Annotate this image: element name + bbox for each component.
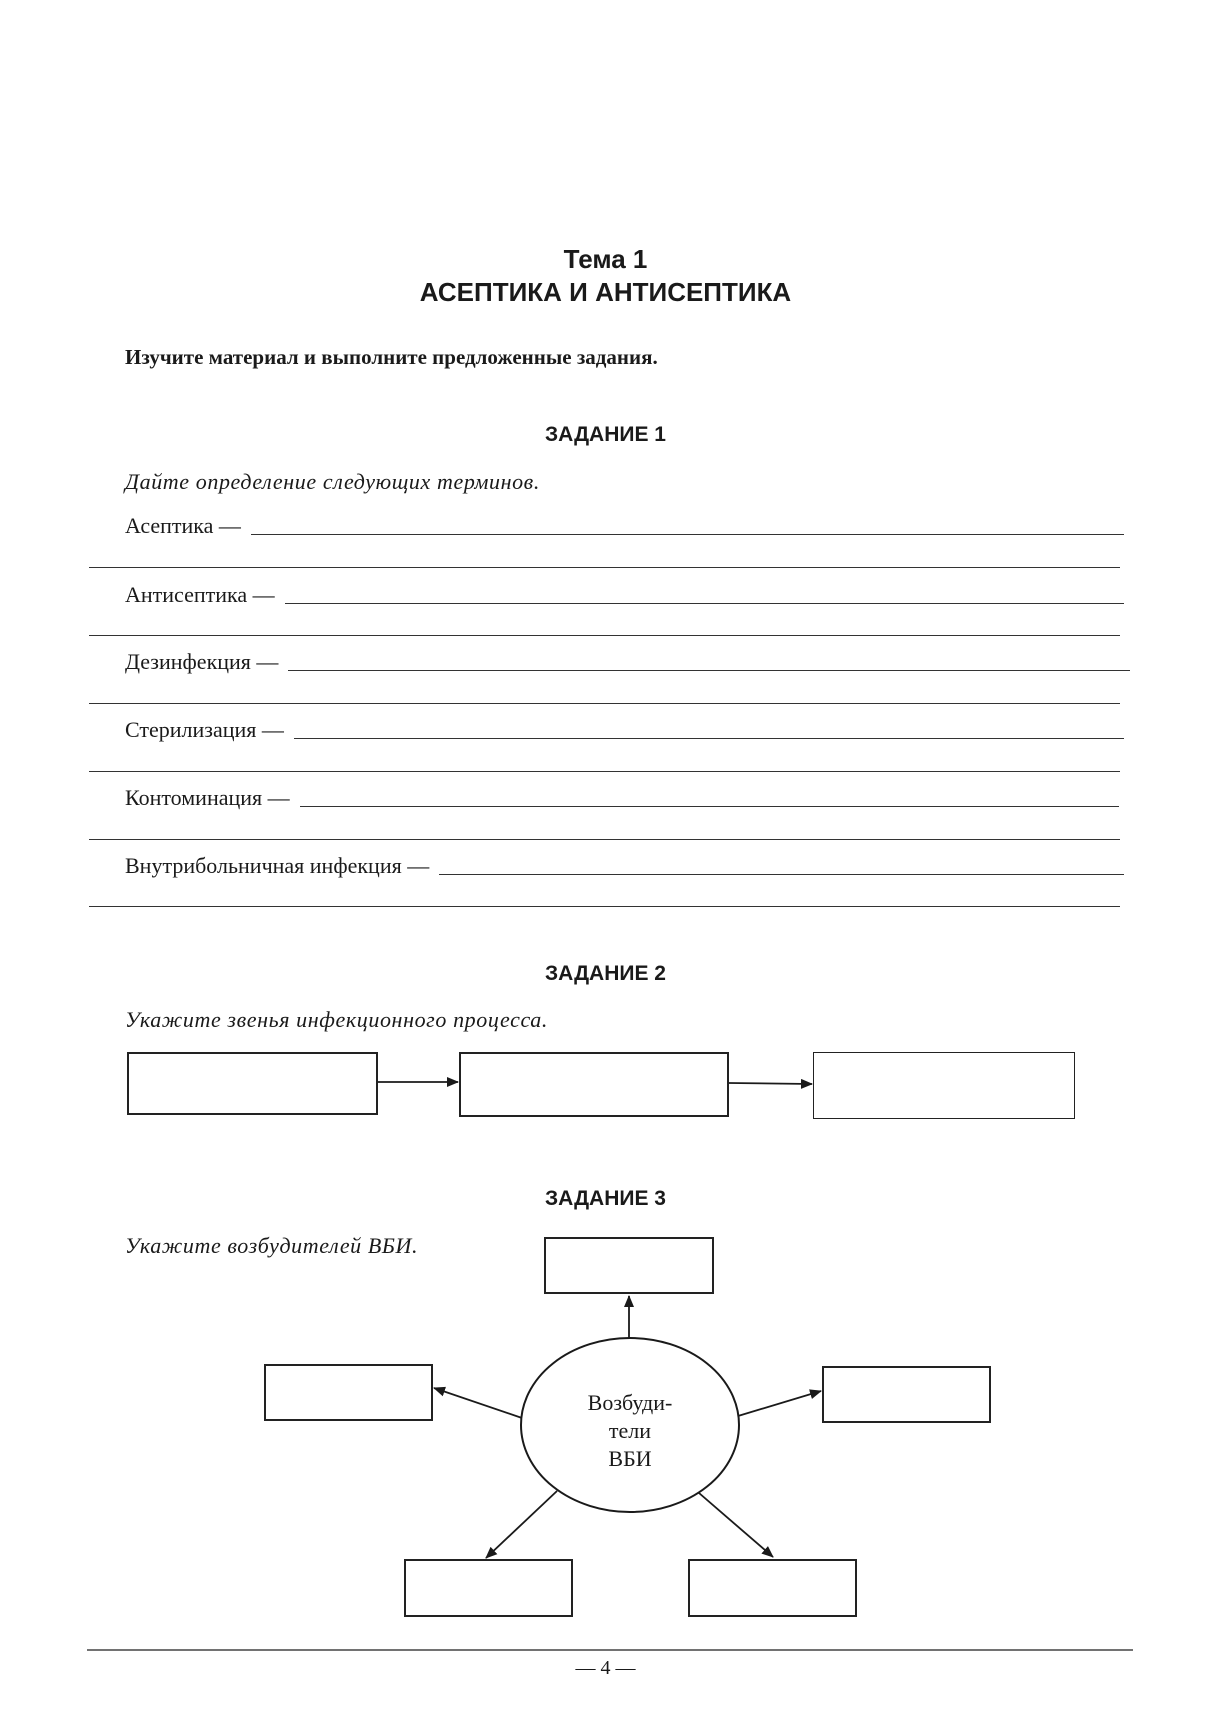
arrow-to-bottom-left: [485, 1490, 558, 1559]
answer-line[interactable]: [439, 873, 1124, 875]
center-label-line: тели: [608, 1418, 652, 1443]
term-row-antisepsis: Антисептика —: [125, 582, 1124, 608]
answer-line[interactable]: [89, 635, 1120, 636]
page-number: — 4 —: [575, 1657, 636, 1679]
pathogens-center-label: Возбуди- тели ВБИ: [521, 1389, 739, 1473]
answer-line[interactable]: [89, 567, 1120, 568]
arrow-to-bottom-right: [698, 1492, 774, 1558]
chain-box-1[interactable]: [127, 1052, 378, 1115]
center-label-line: Возбуди-: [587, 1390, 673, 1415]
term-row-asepsis: Асептика —: [125, 513, 1124, 539]
instruction-text: Изучите материал и выполните предложенны…: [125, 345, 658, 369]
answer-line[interactable]: [89, 839, 1120, 840]
answer-line[interactable]: [89, 906, 1120, 907]
term-row-disinfection: Дезинфекция —: [125, 649, 1130, 675]
term-label: Антисептика —: [125, 582, 275, 607]
term-label: Асептика —: [125, 513, 241, 538]
chain-arrow-2: [728, 1078, 813, 1089]
center-label-line: ВБИ: [608, 1446, 652, 1471]
term-row-nosocomial-infection: Внутрибольничная инфекция —: [125, 853, 1124, 879]
term-row-sterilization: Стерилизация —: [125, 717, 1124, 743]
task2-prompt: Укажите звенья инфекционного процесса.: [125, 1007, 548, 1032]
task3-title: ЗАДАНИЕ 3: [544, 1187, 666, 1210]
topic-title: АСЕПТИКА И АНТИСЕПТИКА: [419, 277, 792, 307]
pathogen-box-right[interactable]: [822, 1366, 991, 1423]
answer-line[interactable]: [284, 602, 1124, 604]
task2-title: ЗАДАНИЕ 2: [544, 962, 666, 985]
chain-box-3[interactable]: [813, 1052, 1075, 1119]
pathogen-box-top[interactable]: [544, 1237, 714, 1294]
answer-line[interactable]: [89, 771, 1120, 772]
term-label: Дезинфекция —: [125, 649, 279, 674]
answer-line[interactable]: [288, 669, 1130, 671]
answer-line[interactable]: [299, 805, 1119, 807]
task1-prompt: Дайте определение следующих терминов.: [125, 469, 540, 494]
term-label: Стерилизация —: [125, 717, 284, 742]
pathogen-box-left[interactable]: [264, 1364, 433, 1421]
chain-box-2[interactable]: [459, 1052, 729, 1117]
arrow-to-left: [433, 1386, 523, 1419]
answer-line[interactable]: [89, 703, 1120, 704]
term-label: Контоминация —: [125, 785, 290, 810]
term-row-contamination: Контоминация —: [125, 785, 1119, 811]
term-label: Внутрибольничная инфекция —: [125, 853, 430, 878]
pathogen-box-bottom-right[interactable]: [688, 1559, 857, 1617]
arrow-to-right: [737, 1389, 822, 1417]
pathogens-ellipse: [520, 1337, 740, 1513]
answer-line[interactable]: [250, 533, 1124, 535]
task3-prompt: Укажите возбудителей ВБИ.: [125, 1233, 419, 1258]
pathogen-box-bottom-left[interactable]: [404, 1559, 573, 1617]
task1-title: ЗАДАНИЕ 1: [544, 423, 666, 446]
topic-number: Тема 1: [563, 244, 648, 274]
answer-line[interactable]: [293, 737, 1124, 739]
